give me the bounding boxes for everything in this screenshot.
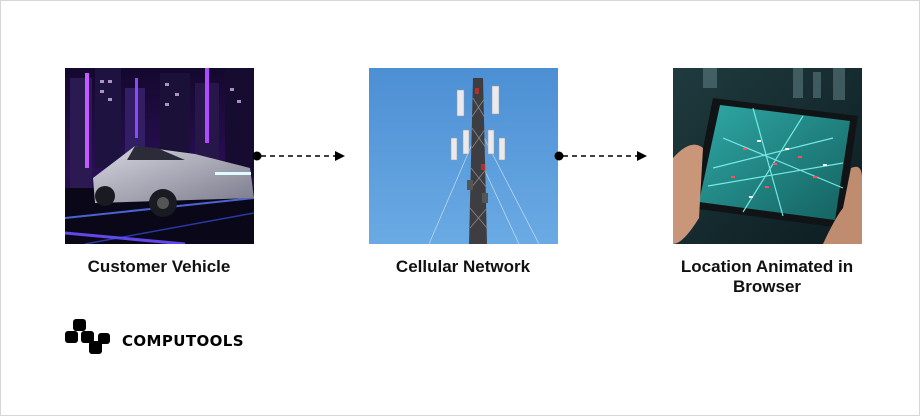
customer-vehicle-image [65, 68, 254, 244]
location-browser-image [673, 68, 862, 244]
dashed-arrow-connector [252, 151, 345, 161]
cellular-network-image [369, 68, 558, 244]
dashed-arrow-connector [554, 151, 647, 161]
customer-vehicle-label: Customer Vehicle [87, 257, 231, 276]
computools-logo-icon [65, 319, 110, 354]
location-browser-label: Location Animated in Browser [680, 257, 854, 296]
cellular-network-label: Cellular Network [395, 257, 531, 276]
brand-name: COMPUTOOLS [122, 332, 244, 350]
computools-logo: COMPUTOOLS [65, 319, 244, 355]
